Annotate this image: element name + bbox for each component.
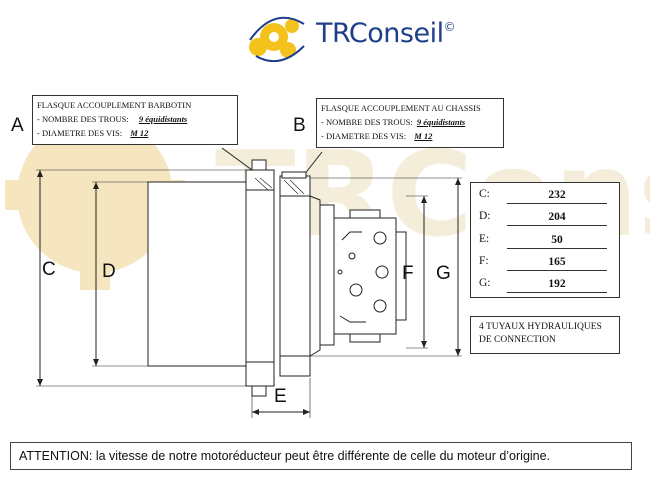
port-1 (373, 231, 387, 245)
callout-b-screw-value: M 12 (414, 131, 433, 141)
callout-a-screw: - DIAMETRE DES VIS: M 12 (37, 126, 233, 140)
hydraulic-note-line-1: 4 TUYAUX HYDRAULIQUES (479, 322, 602, 332)
warning-text: ATTENTION: la vitesse de notre motoréduc… (19, 449, 551, 463)
callout-flange-b: FLASQUE ACCOUPLEMENT AU CHASSIS - NOMBRE… (316, 98, 504, 148)
logo-symbol: © (443, 20, 456, 34)
label-a: A (11, 115, 24, 136)
dimension-row: G: 192 (479, 277, 609, 293)
dimension-label: D: (479, 210, 491, 222)
port-3 (349, 283, 363, 297)
dimension-label: E: (479, 233, 490, 245)
flange-b (279, 175, 311, 377)
callout-b-holes-label: - NOMBRE DES TROUS: (321, 117, 413, 127)
dimension-label: G: (479, 277, 491, 289)
logo-gear-icon (249, 16, 305, 62)
dimension-value: 50 (507, 233, 607, 249)
dimension-row: E: 50 (479, 233, 609, 249)
flange-a (245, 169, 275, 387)
dimension-value: 232 (507, 188, 607, 204)
port-2 (375, 265, 389, 279)
logo-wordmark: TRConseil© (316, 18, 456, 49)
label-b: B (293, 115, 306, 136)
label-f: F (402, 263, 414, 284)
dimension-label: C: (479, 188, 490, 200)
callout-a-holes: - NOMBRE DES TROUS: 9 équidistants (37, 112, 233, 126)
callout-b-holes-value: 9 équidistants (416, 117, 466, 127)
label-d: D (102, 261, 116, 282)
callout-a-title: FLASQUE ACCOUPLEMENT BARBOTIN (37, 100, 192, 110)
callout-a-screw-label: - DIAMETRE DES VIS: (37, 128, 123, 138)
port-4 (373, 299, 387, 313)
drum-body (147, 181, 247, 367)
dimension-value: 165 (507, 255, 607, 271)
dimension-label: F: (479, 255, 489, 267)
label-e: E (274, 386, 287, 407)
callout-b-screw: - DIAMETRE DES VIS: M 12 (321, 129, 499, 143)
callout-b-screw-label: - DIAMETRE DES VIS: (321, 131, 407, 141)
dimension-value: 192 (507, 277, 607, 293)
logo-name: TRConseil (316, 18, 444, 49)
hydraulic-note: 4 TUYAUX HYDRAULIQUES DE CONNECTION (470, 316, 620, 354)
leader-a (221, 147, 253, 171)
label-g: G (436, 263, 451, 284)
callout-b-title: FLASQUE ACCOUPLEMENT AU CHASSIS (321, 103, 481, 113)
dimension-row: F: 165 (479, 255, 609, 271)
label-c: C (42, 259, 56, 280)
callout-b-holes: - NOMBRE DES TROUS: 9 équidistants (321, 115, 499, 129)
dimension-value: 204 (507, 210, 607, 226)
callout-a-holes-value: 9 équidistants (138, 114, 188, 124)
callout-a-screw-value: M 12 (130, 128, 149, 138)
dimension-row: C: 232 (479, 188, 609, 204)
hydraulic-note-line-2: DE CONNECTION (479, 335, 556, 345)
callout-a-holes-label: - NOMBRE DES TROUS: (37, 114, 129, 124)
warning-box: ATTENTION: la vitesse de notre motoréduc… (10, 442, 632, 470)
dimension-row: D: 204 (479, 210, 609, 226)
dimension-table: C: 232 D: 204 E: 50 F: 165 G: 192 (470, 182, 620, 298)
callout-flange-a: FLASQUE ACCOUPLEMENT BARBOTIN - NOMBRE D… (32, 95, 238, 145)
